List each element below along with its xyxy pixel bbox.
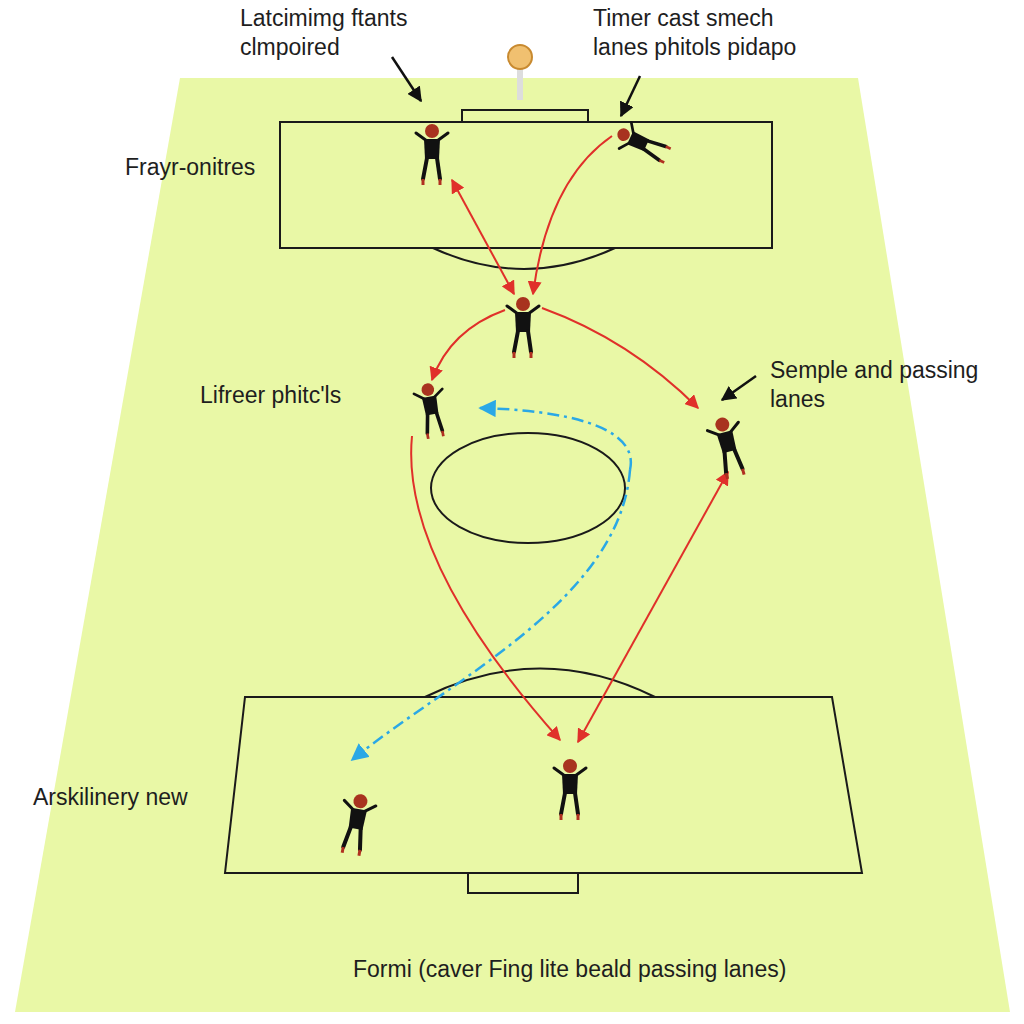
callout-label: Frayr-onitres <box>125 153 325 182</box>
callout-label: Semple and passing lanes <box>770 356 1010 414</box>
field <box>15 78 1010 1012</box>
callout-label: Timer cast smech lanes phitols pidapo <box>593 4 828 62</box>
caption: Formi (caver Fing lite beald passing lan… <box>353 955 786 984</box>
callout-label: Lifreer phitc'ls <box>200 381 400 410</box>
callout-label: Latcimimg ftants clmpoired <box>240 4 455 62</box>
callout-label: Arskilinery new <box>33 783 253 812</box>
players <box>335 119 752 857</box>
